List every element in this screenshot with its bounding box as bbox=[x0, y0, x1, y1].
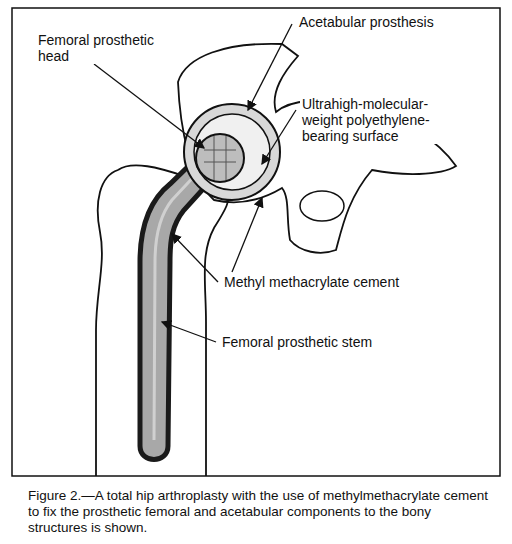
obturator-foramen bbox=[300, 191, 344, 221]
stem-label: Femoral prosthetic stem bbox=[220, 334, 374, 350]
head-label: Femoral prosthetic head bbox=[36, 32, 168, 64]
leader-lines bbox=[94, 24, 296, 342]
figure-frame bbox=[12, 8, 500, 476]
liner-label: Ultrahigh-molecular-weight polyethylene-… bbox=[300, 96, 454, 144]
polyethylene-liner bbox=[194, 114, 270, 190]
femoral-head bbox=[196, 134, 244, 182]
figure-caption: Figure 2.—A total hip arthroplasty with … bbox=[28, 488, 490, 536]
pelvis-outline bbox=[178, 44, 456, 253]
head-hatching bbox=[204, 136, 236, 180]
cement-label: Methyl methacrylate cement bbox=[222, 274, 401, 290]
acetabular-label: Acetabular prosthesis bbox=[297, 14, 436, 30]
acetabular-shell bbox=[184, 104, 280, 200]
stem-highlight bbox=[154, 170, 200, 440]
